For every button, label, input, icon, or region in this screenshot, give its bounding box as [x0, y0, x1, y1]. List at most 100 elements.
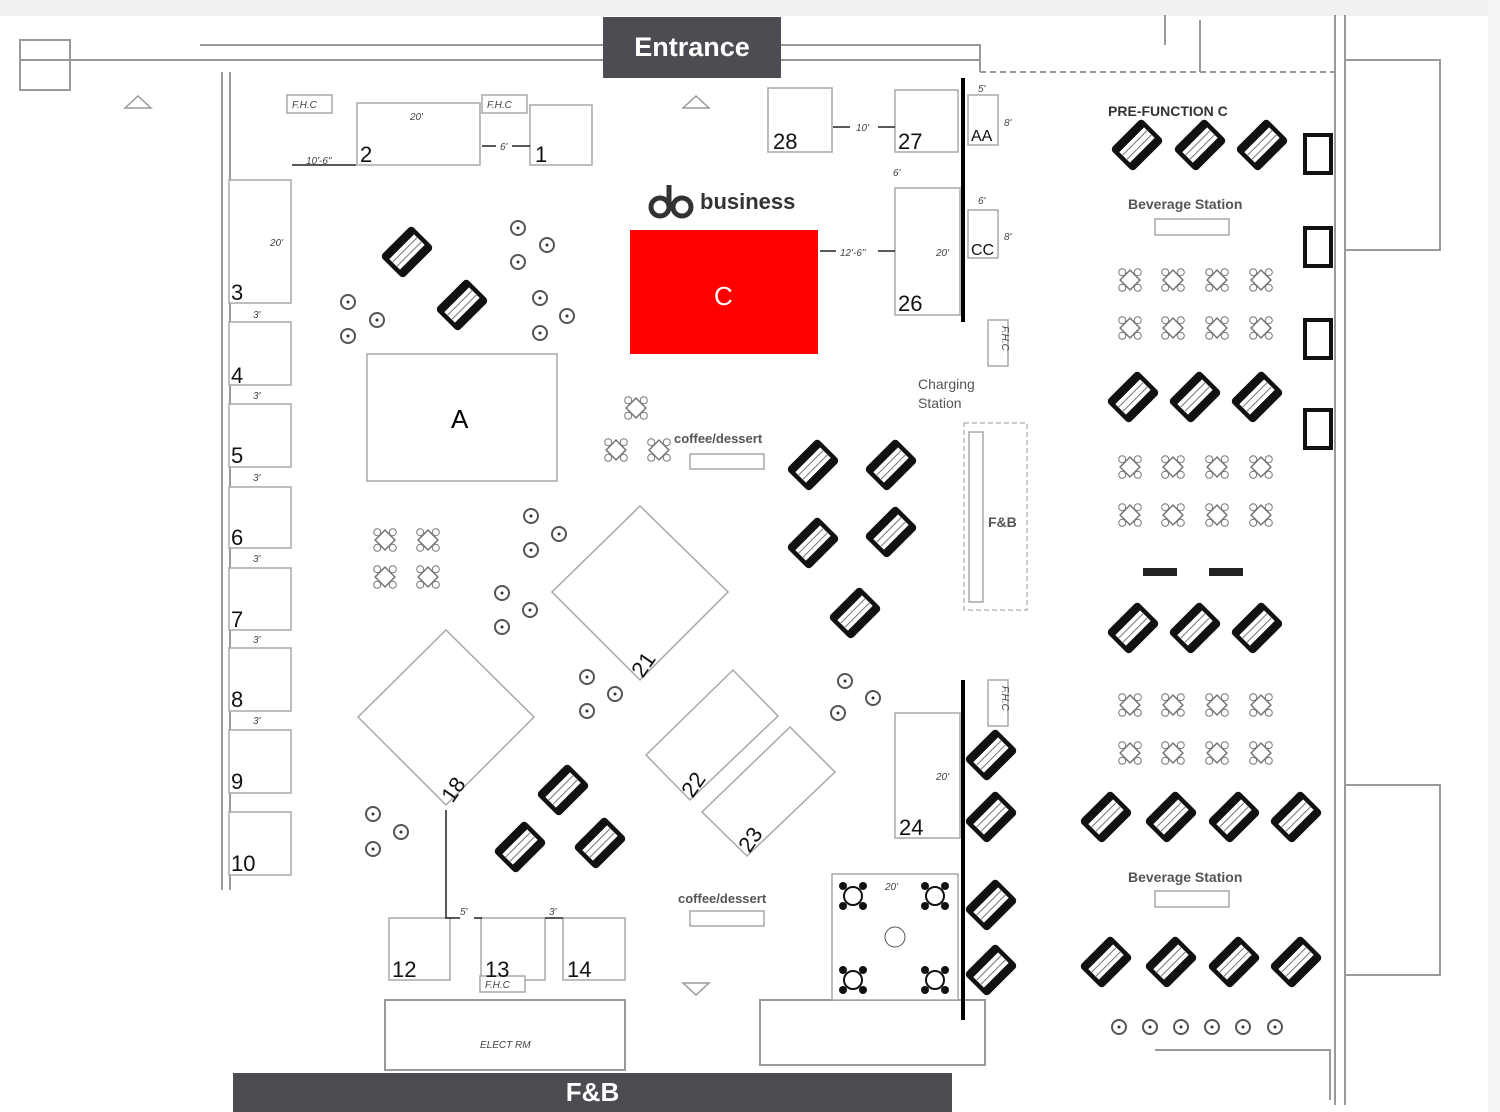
cocktail-table-icon: [523, 508, 539, 524]
banquet-table-icon: [1169, 371, 1221, 423]
cocktail-table-icon: [393, 824, 409, 840]
top-margin: [0, 0, 1500, 16]
dim-label: 6': [893, 168, 902, 179]
square-table-icon: [1205, 693, 1229, 717]
banquet-table-icon: [381, 226, 433, 278]
square-table-icon: [1249, 741, 1273, 765]
banquet-table-icon: [1111, 119, 1163, 171]
cocktail-table-icon: [522, 602, 538, 618]
booth-26-label: 26: [898, 291, 922, 316]
cocktail-table-icon: [1142, 1019, 1158, 1035]
beverage-station-label: Beverage Station: [1128, 196, 1242, 212]
dim-label: 10'-6": [306, 156, 332, 167]
dim-label: 20': [269, 238, 284, 249]
banquet-table-icon: [574, 817, 626, 869]
dim-label: 3': [253, 635, 262, 646]
booth-27-label: 27: [898, 129, 922, 154]
cocktail-table-icon: [1111, 1019, 1127, 1035]
dim-label: 3': [253, 473, 262, 484]
door-icon: [1303, 133, 1333, 175]
square-table-icon: [1249, 268, 1273, 292]
cocktail-table-icon: [579, 669, 595, 685]
cocktail-table-icon: [340, 328, 356, 344]
fb-area-label: F&B: [988, 514, 1017, 530]
charging-station-label: Station: [918, 395, 962, 411]
booth-c-highlight[interactable]: [630, 230, 818, 354]
cocktail-table-icon: [607, 686, 623, 702]
banquet-table-icon: [1145, 936, 1197, 988]
dim-label: 3': [253, 310, 262, 321]
banquet-table-icon: [1145, 791, 1197, 843]
square-table-icon: [647, 438, 671, 462]
fhc-label: F.H.C: [292, 100, 318, 111]
square-table-icon: [604, 438, 628, 462]
door-icon: [1303, 226, 1333, 268]
round-table-icon: [839, 882, 867, 910]
banquet-table-icon: [1231, 602, 1283, 654]
banquet-table-icon: [1208, 936, 1260, 988]
cocktail-table-icon: [510, 220, 526, 236]
banquet-table-icon: [1270, 791, 1322, 843]
booth-7-label: 7: [231, 607, 243, 632]
fhc-label: F.H.C: [487, 100, 513, 111]
square-table-icon: [1161, 455, 1185, 479]
banquet-table-icon: [1174, 119, 1226, 171]
banquet-table-icon: [965, 729, 1017, 781]
cocktail-table-icon: [523, 542, 539, 558]
banquet-table-icon: [494, 821, 546, 873]
square-table-icon: [1118, 503, 1142, 527]
booth-13-label: 13: [485, 957, 509, 982]
square-table-icon: [1118, 455, 1142, 479]
booth-6-label: 6: [231, 525, 243, 550]
dim-label: 8': [1004, 232, 1013, 243]
square-table-icon: [373, 565, 397, 589]
seating-row-icon: [1209, 568, 1243, 576]
square-table-icon: [1161, 316, 1185, 340]
booth-4-label: 4: [231, 363, 243, 388]
booth-14-label: 14: [567, 957, 591, 982]
business-logo: business: [648, 183, 795, 221]
walls: [19, 15, 1441, 1105]
cocktail-table-icon: [369, 312, 385, 328]
door-icon: [1303, 318, 1333, 360]
coffee-dessert-label: coffee/dessert: [674, 431, 763, 446]
round-table-icon: [921, 966, 949, 994]
banquet-table-icon: [965, 944, 1017, 996]
square-table-icon: [1205, 503, 1229, 527]
banquet-table-icon: [1107, 602, 1159, 654]
cocktail-table-icon: [559, 308, 575, 324]
banquet-table-icon: [1107, 371, 1159, 423]
square-table-icon: [416, 565, 440, 589]
furniture: [340, 119, 1333, 1035]
cocktail-table-icon: [510, 254, 526, 270]
round-table-icon: [921, 882, 949, 910]
booth-aa-label: AA: [971, 128, 993, 145]
logo-text: business: [700, 189, 796, 214]
square-table-icon: [1205, 316, 1229, 340]
banquet-table-icon: [829, 587, 881, 639]
square-table-icon: [1249, 693, 1273, 717]
booth-3-label: 3: [231, 280, 243, 305]
square-table-icon: [1249, 455, 1273, 479]
dim-label: 20': [409, 112, 424, 123]
booth-10-label: 10: [231, 851, 255, 876]
square-table-icon: [1118, 741, 1142, 765]
cocktail-table-icon: [365, 806, 381, 822]
dim-label: 20': [884, 882, 899, 893]
banquet-table-icon: [436, 279, 488, 331]
banquet-table-icon: [1270, 936, 1322, 988]
elect-room-label: ELECT RM: [480, 1040, 531, 1051]
dim-label: 5': [460, 907, 469, 918]
coffee-dessert-label: coffee/dessert: [678, 891, 767, 906]
banquet-table-icon: [787, 517, 839, 569]
cocktail-table-icon: [865, 690, 881, 706]
dim-label: 20': [935, 772, 950, 783]
fhc-label: F.H.C: [485, 980, 511, 991]
cocktail-table-icon: [365, 841, 381, 857]
logo-icon: [648, 185, 694, 219]
banquet-table-icon: [537, 764, 589, 816]
square-table-icon: [373, 528, 397, 552]
dim-label: 6': [978, 196, 987, 207]
square-table-icon: [1249, 316, 1273, 340]
